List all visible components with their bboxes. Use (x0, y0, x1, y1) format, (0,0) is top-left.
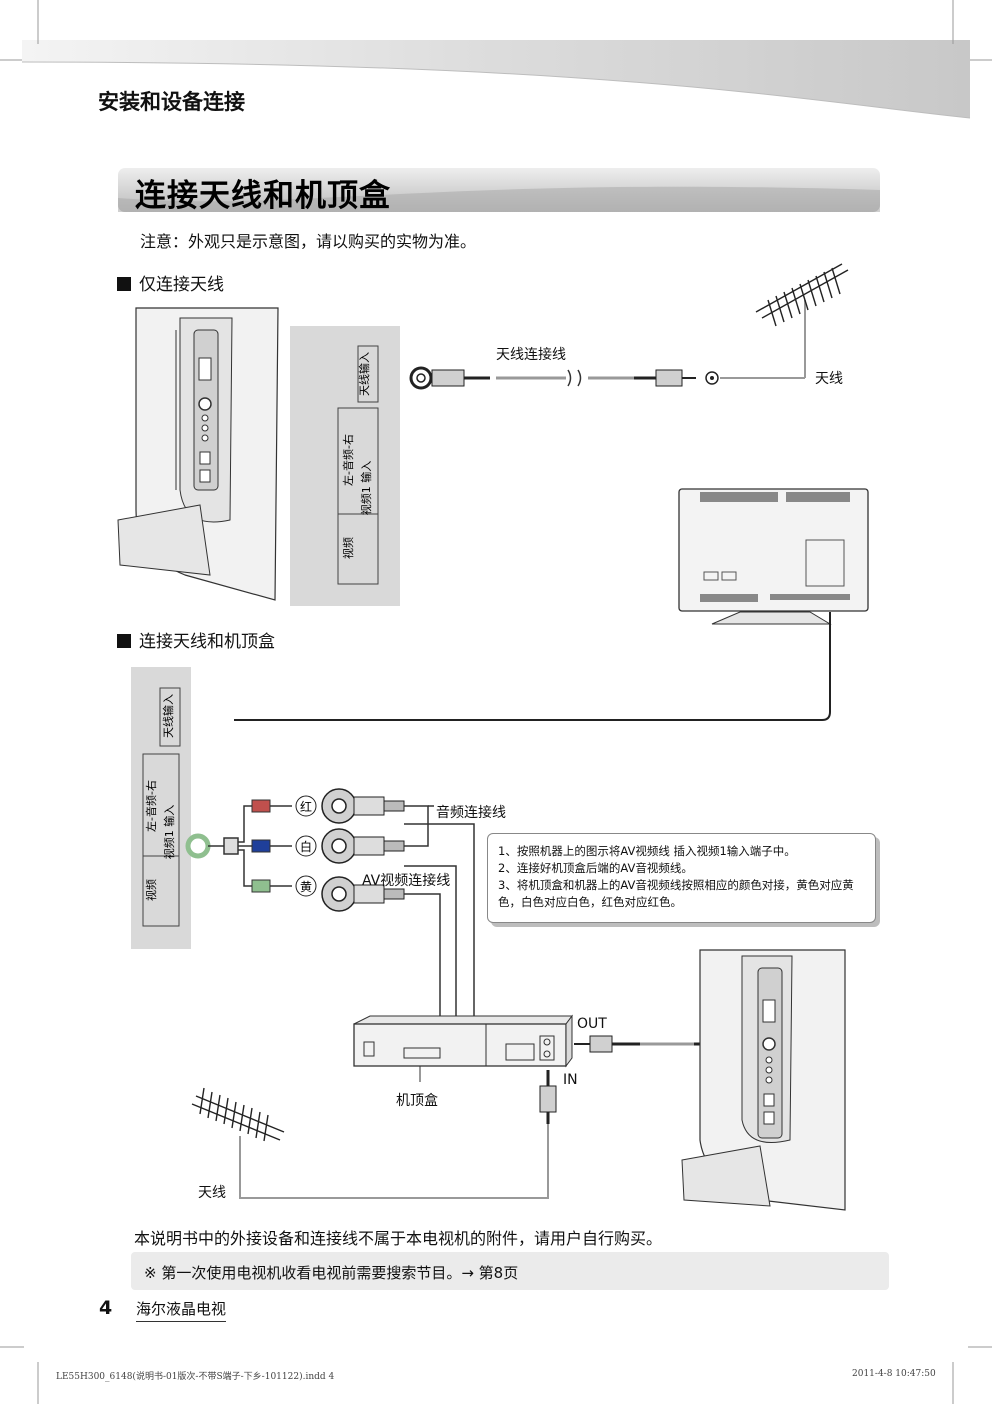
tv-rear-illustration (678, 488, 869, 625)
tv-side-illustration-top (117, 307, 279, 601)
panel-label-audio-bottom: 左-音频-右 (144, 780, 158, 832)
brand-name: 海尔液晶电视 (136, 1298, 227, 1322)
yellow-plug (251, 879, 292, 893)
instruction-step-3: 3、将机顶盒和机器上的AV音视频线按照相应的颜色对接，黄色对应黄色，白色对应白色… (498, 878, 854, 909)
cable-lines-stb (404, 805, 475, 1030)
panel-label-video-bottom: 视频 (144, 879, 158, 901)
subheading-antenna-stb: 连接天线和机顶盒 (117, 627, 275, 652)
tip-bar (131, 1252, 889, 1290)
subheading-antenna-only: 仅连接天线 (117, 270, 224, 295)
antenna-icon-top (755, 263, 849, 327)
page-number: 4 (99, 1297, 113, 1319)
header-band (0, 0, 992, 119)
label-audio-cable: 音频连接线 (436, 805, 506, 821)
panel-label-audio-top: 左-音频-右 (341, 434, 355, 486)
disclaimer-text: 本说明书中的外接设备和连接线不属于本电视机的附件，请用户自行购买。 (134, 1229, 663, 1248)
section-title: 连接天线和机顶盒 (135, 178, 391, 214)
panel-labels-top (290, 326, 400, 606)
panel-label-video1-bottom: 视频1 输入 (162, 805, 176, 860)
label-set-top-box: 机顶盒 (396, 1093, 438, 1109)
instruction-step-2: 2、连接好机顶盒后端的AV音视频线。 (498, 861, 693, 875)
square-bullet-icon (117, 634, 131, 648)
note-text: 注意：外观只是示意图，请以购买的实物为准。 (140, 232, 477, 251)
red-plug (251, 799, 292, 813)
red-marker-circle (295, 795, 317, 817)
stb-in-cable (239, 1070, 557, 1199)
antenna-cable-to-panel (234, 612, 831, 721)
panel-label-video-top: 视频 (341, 537, 355, 559)
antenna-icon-bottom (191, 1087, 285, 1142)
set-top-box (353, 1014, 573, 1082)
tv-side-illustration-bottom (681, 949, 846, 1211)
label-white: 白 (300, 839, 312, 854)
header-title: 安装和设备连接 (98, 90, 245, 114)
label-in: IN (563, 1072, 578, 1088)
rca-connectors (321, 788, 405, 912)
label-yellow: 黄 (300, 880, 312, 894)
square-bullet-icon (117, 277, 131, 291)
label-out: OUT (577, 1016, 607, 1032)
antenna-cable-top (409, 300, 806, 390)
label-red: 红 (300, 799, 312, 814)
panel-label-antenna-in-bottom: 天线输入 (161, 694, 175, 738)
panel-labels-bottom (131, 667, 211, 949)
tip-text: ※ 第一次使用电视机收看电视前需要搜索节目。→ 第8页 (144, 1264, 519, 1282)
instruction-box: 1、按照机器上的图示将AV视频线 插入视频1输入端子中。 2、连接好机顶盒后端的… (487, 833, 876, 923)
white-plug (251, 839, 292, 853)
rca-splitter-cable (208, 805, 252, 887)
instruction-step-1: 1、按照机器上的图示将AV视频线 插入视频1输入端子中。 (498, 844, 796, 858)
section-title-bar (118, 168, 880, 212)
white-marker-circle (295, 835, 317, 857)
label-av-cable: AV视频连接线 (362, 873, 451, 889)
footer-file-info: LE55H300_6148(说明书-01版次-不带S端子-下乡-101122).… (56, 1372, 335, 1382)
crop-marks-bottom (0, 1346, 992, 1404)
footer-datetime: 2011-4-8 10:47:50 (852, 1369, 936, 1379)
panel-label-antenna-in-top: 天线输入 (357, 352, 371, 396)
yellow-marker-circle (295, 875, 317, 897)
label-antenna-bottom: 天线 (198, 1185, 226, 1201)
panel-label-video1-top: 视频1 输入 (359, 461, 373, 516)
label-antenna-top: 天线 (815, 371, 843, 387)
label-antenna-cable: 天线连接线 (496, 347, 566, 363)
